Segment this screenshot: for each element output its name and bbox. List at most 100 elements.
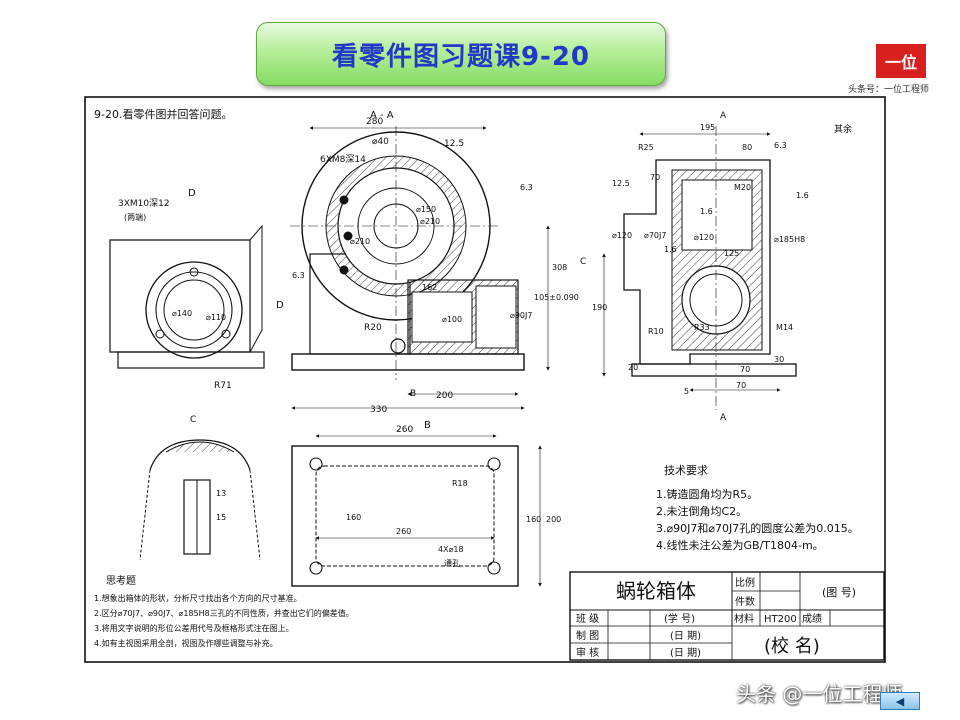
right-dim-5: 5 <box>684 387 689 396</box>
right-rough-1-6a: 1.6 <box>796 191 809 200</box>
right-rough-6-3: 6.3 <box>774 141 787 150</box>
brand-logo: 一位 <box>876 44 926 78</box>
roughness-general: 其余 <box>834 123 852 135</box>
side-dim-phi110: ⌀110 <box>206 313 226 322</box>
tech-item-1: 1.铸造圆角均为R5。 <box>656 487 758 501</box>
label-a-bottom: A <box>720 413 727 423</box>
question-3: 3.将用文字说明的形位公差用代号及框格形式注在图上。 <box>94 623 294 633</box>
scale-label: 比例 <box>735 576 755 589</box>
b-dim-r18: R18 <box>452 479 468 488</box>
tech-item-4: 4.线性未注公差为GB/T1804-m。 <box>656 538 824 552</box>
material-label: 材料 <box>734 612 754 625</box>
tech-requirements: 技术要求 1.铸造圆角均为R5。 2.未注倒角均C2。 3.⌀90J7和⌀70J… <box>656 464 859 552</box>
side-dim-phi140: ⌀140 <box>172 309 192 318</box>
right-dim-m20: M20 <box>734 183 751 192</box>
c-dim-13: 13 <box>216 489 226 498</box>
main-rough-6-3b: 6.3 <box>292 271 305 280</box>
label-b-bottom: B <box>424 420 431 431</box>
drawn-label: 制 图 <box>576 629 599 642</box>
label-c-left: C <box>580 257 586 267</box>
date-1: (日 期) <box>670 630 701 642</box>
label-b-left: B <box>410 389 416 399</box>
right-dim-phi70j7: ⌀70J7 <box>644 231 666 240</box>
question-4: 4.如有主视图采用全剖，视图及作哪些调整与补充。 <box>94 638 278 648</box>
main-dim-330: 330 <box>370 405 387 415</box>
right-dim-30: 30 <box>774 355 784 364</box>
right-dim-80: 80 <box>742 143 752 152</box>
main-dim-200: 200 <box>436 391 453 401</box>
qty-label: 件数 <box>735 595 755 608</box>
right-dim-r10: R10 <box>648 327 664 336</box>
right-dim-m14: M14 <box>776 323 793 332</box>
right-dim-phi185h8: ⌀185H8 <box>774 235 805 244</box>
right-dim-phi120b: ⌀120 <box>694 233 714 242</box>
main-dim-phi40: ⌀40 <box>372 137 389 147</box>
checked-label: 审 核 <box>576 646 599 659</box>
label-d-side: D <box>188 188 196 199</box>
main-dim-280: 280 <box>366 117 383 127</box>
main-dim-phi90j7: ⌀90J7 <box>510 311 532 320</box>
c-dim-15: 15 <box>216 513 226 522</box>
material-value: HT200 <box>764 614 797 625</box>
question-1: 1.想象出箱体的形状，分析尺寸找出各个方向的尺寸基准。 <box>94 593 302 603</box>
b-dim-160a: 160 <box>346 513 361 522</box>
main-section-view: A - A 280 ⌀40 12.5 6XM8深14 ⌀150 ⌀210 ⌀21… <box>276 110 579 415</box>
right-dim-r33: R33 <box>694 323 710 332</box>
problem-title: 9-20.看零件图并回答问题。 <box>94 107 232 121</box>
tech-item-2: 2.未注倒角均C2。 <box>656 504 747 518</box>
main-dim-308: 308 <box>552 263 567 272</box>
view-b: B 260 R18 160 260 160 200 4X⌀18 通孔 <box>291 420 561 587</box>
side-dim-both-ends: (两端) <box>124 212 146 222</box>
logo-caption: 头条号：一位工程师 <box>848 85 930 95</box>
right-dim-190: 190 <box>592 303 607 312</box>
slide-title-banner: 看零件图习题课9-20 <box>256 22 666 86</box>
school-name: (校 名) <box>764 636 820 657</box>
student-number: (学 号) <box>664 612 695 625</box>
section-label: A - A <box>370 110 394 121</box>
tech-item-3: 3.⌀90J7和⌀70J7孔的圆度公差为0.015。 <box>656 521 859 535</box>
right-dim-70a: 70 <box>650 173 660 182</box>
right-dim-20: 20 <box>628 363 638 372</box>
main-dim-105: 105±0.090 <box>534 293 579 302</box>
drawing-number: (图 号) <box>822 586 856 599</box>
b-dim-160b: 160 <box>526 515 541 524</box>
date-2: (日 期) <box>670 647 701 659</box>
right-dim-12-5: 12.5 <box>612 179 630 188</box>
right-dim-r25: R25 <box>638 143 654 152</box>
sheet-frame <box>84 96 886 663</box>
back-arrow-icon: ◀ <box>895 694 905 708</box>
view-c: C 13 15 <box>139 415 261 561</box>
main-dim-phi150: ⌀150 <box>416 205 436 214</box>
back-nav-button[interactable]: ◀ <box>880 692 920 710</box>
right-dim-70c: 70 <box>736 381 746 390</box>
class-label: 班 级 <box>576 613 599 625</box>
right-dim-125: 125 <box>724 249 739 258</box>
slide-title: 看零件图习题课9-20 <box>331 41 591 72</box>
label-c-bottom: C <box>190 415 196 425</box>
main-dim-r20: R20 <box>364 323 382 333</box>
grade-label: 成绩 <box>802 612 822 625</box>
right-dim-phi120a: ⌀120 <box>612 231 632 240</box>
questions: 思考题 1.想象出箱体的形状，分析尺寸找出各个方向的尺寸基准。 2.区分⌀70J… <box>94 575 354 648</box>
logo-text: 一位 <box>884 53 917 72</box>
side-view-d: D 3XM10深12 (两端) ⌀140 ⌀110 R71 <box>109 188 265 391</box>
main-dim-thread: 6XM8深14 <box>320 154 366 165</box>
right-rough-1-6c: 1.6 <box>664 245 677 254</box>
b-dim-4x18: 4X⌀18 <box>438 545 464 554</box>
main-dim-162: 162 <box>422 283 437 292</box>
label-d-main: D <box>276 300 284 311</box>
main-rough-6-3a: 6.3 <box>520 183 533 192</box>
right-rough-1-6b: 1.6 <box>700 207 713 216</box>
side-dim-r71: R71 <box>214 381 232 391</box>
side-dim-thread: 3XM10深12 <box>118 198 170 209</box>
question-2: 2.区分⌀70J7、⌀90J7、⌀185H8三孔的不同性质，并查出它们的偏差值。 <box>94 608 354 618</box>
main-dim-phi210b: ⌀210 <box>350 237 370 246</box>
b-dim-260b: 260 <box>396 527 411 536</box>
main-dim-12-5: 12.5 <box>444 139 464 149</box>
main-dim-phi210a: ⌀210 <box>420 217 440 226</box>
questions-heading: 思考题 <box>106 575 136 587</box>
right-dim-195: 195 <box>700 123 715 132</box>
tech-heading: 技术要求 <box>664 464 708 477</box>
right-dim-70b: 70 <box>740 365 750 374</box>
